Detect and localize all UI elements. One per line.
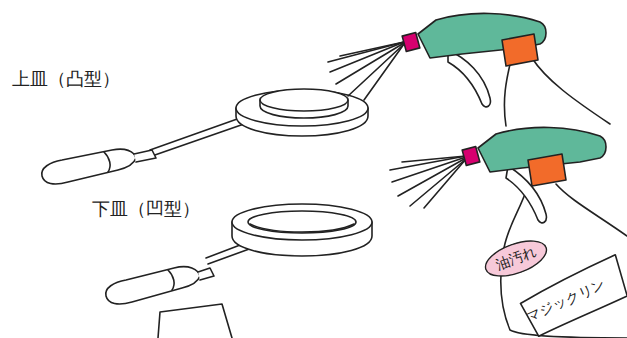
spray-bottle bbox=[402, 13, 610, 126]
upper-plate bbox=[42, 89, 368, 184]
spray-lines bbox=[328, 42, 404, 100]
spray-lines bbox=[390, 156, 466, 208]
part-label: 下皿（凹型） bbox=[92, 198, 200, 220]
part-label: 上皿（凸型） bbox=[12, 68, 120, 90]
paper-sheet bbox=[158, 304, 232, 338]
spray-bottle bbox=[462, 127, 627, 338]
oval-shape bbox=[481, 233, 551, 282]
